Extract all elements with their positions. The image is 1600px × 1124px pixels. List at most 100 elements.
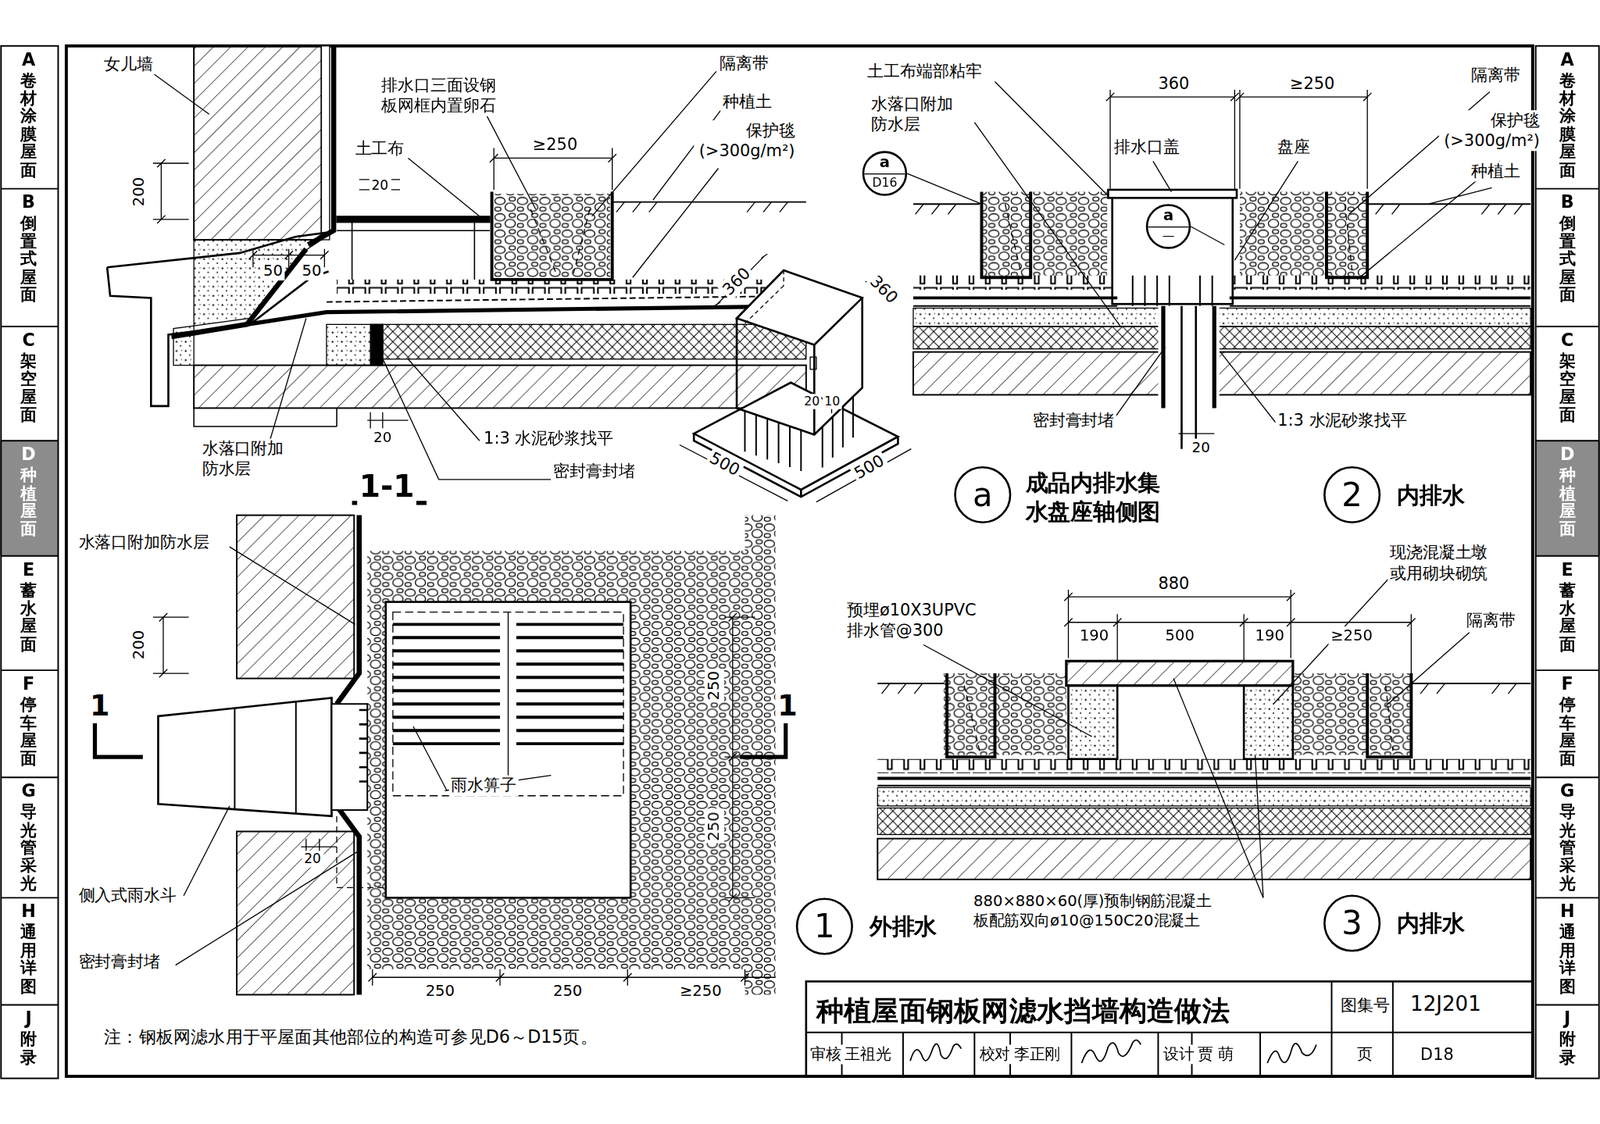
drawing-label: 预埋ø10X3UPVC 排水管@300 xyxy=(844,600,982,641)
tab-name: 导光管采光 xyxy=(1559,803,1576,893)
drawing-rect xyxy=(877,787,1531,807)
drawing-label: 水落口附加 防水层 xyxy=(869,93,959,135)
tab-name: 架空屋面 xyxy=(1559,352,1576,425)
drawing-label: 190 xyxy=(1253,626,1287,646)
drawing-label: 侧入式雨水斗 xyxy=(76,885,179,907)
drawing-path xyxy=(679,444,788,501)
callout-circle: a— xyxy=(1146,203,1191,249)
drawing-path xyxy=(153,613,190,678)
drawing-rect xyxy=(336,216,490,223)
drawing-path xyxy=(153,71,723,479)
drawing-path xyxy=(724,613,755,903)
drawing-label: 1:3 水泥砂浆找平 xyxy=(481,428,615,450)
callout-number: 1 xyxy=(797,900,851,954)
drawing-label: 50 xyxy=(260,260,285,280)
drawing-label: 排水口三面设钢 板网框内置卵石 xyxy=(379,75,501,117)
drawing-path xyxy=(1132,275,1213,307)
drawing-label: 12J201 xyxy=(1407,992,1483,1018)
drawing-label: 页 xyxy=(1355,1044,1375,1064)
drawing-rect xyxy=(877,807,1531,835)
drawing-label: 隔离带 xyxy=(1469,65,1523,86)
drawing-path xyxy=(1267,1043,1317,1064)
drawing-polygon xyxy=(693,382,898,490)
drawing-path xyxy=(336,816,388,888)
drawing-label: 保护毯 (>300g/m²) xyxy=(1439,110,1543,151)
tab-letter: J xyxy=(13,1007,44,1029)
drawing-label: 200 xyxy=(128,628,148,662)
tab-letter: F xyxy=(13,673,44,695)
tab-name: 倒置式屋面 xyxy=(1559,214,1576,304)
drawing-rect xyxy=(913,307,1531,327)
drawing-path xyxy=(1064,614,1415,674)
drawing-label: 20 xyxy=(1189,439,1213,458)
drawing-rect xyxy=(1157,306,1219,409)
drawing-label: 1-1 xyxy=(357,467,417,506)
drawing-path xyxy=(193,407,337,427)
drawing-rect xyxy=(1112,197,1233,304)
drawing-label: 王祖光 xyxy=(842,1044,893,1064)
drawing-rect xyxy=(367,550,745,970)
tab-letter: D xyxy=(1552,443,1583,465)
drawing-path xyxy=(516,624,624,744)
drawing-path xyxy=(492,192,613,280)
tab-name: 倒置式屋面 xyxy=(20,214,37,304)
drawing-path xyxy=(153,159,190,224)
drawing-rect xyxy=(877,839,1531,880)
drawing-label: 880×880×60(厚)预制钢筋混凝土 板配筋双向ø10@150C20混凝土 xyxy=(971,892,1216,931)
tab-name: 蓄水屋面 xyxy=(1559,581,1576,654)
drawing-rect xyxy=(1535,440,1600,557)
tab-letter: E xyxy=(1552,559,1583,581)
drawing-path xyxy=(171,249,306,337)
drawing-path xyxy=(842,1032,1261,1077)
drawing-label: 250 xyxy=(704,810,724,844)
tab-name: 种植屋面 xyxy=(20,466,37,539)
tab-letter: D xyxy=(13,443,44,465)
tab-letter: J xyxy=(1552,1007,1583,1029)
drawing-label: 1:3 水泥砂浆找平 xyxy=(1275,410,1410,431)
drawing-path xyxy=(336,222,490,280)
drawing-rect xyxy=(1068,685,1118,760)
drawing-path xyxy=(693,433,898,497)
tab-letter: G xyxy=(13,780,44,802)
drawing-label: 隔离带 xyxy=(1464,610,1518,631)
tab-name: 架空屋面 xyxy=(20,352,37,425)
drawing-path xyxy=(913,296,1531,300)
drawing-label: 200 xyxy=(128,175,148,209)
drawing-path xyxy=(94,719,786,758)
drawing-label: ≥250 xyxy=(677,981,724,1000)
tab-name: 种植屋面 xyxy=(1559,466,1576,539)
tab-name: 附录 xyxy=(1559,1030,1576,1067)
drawing-label: 李正刚 xyxy=(1012,1044,1063,1064)
drawing-rect xyxy=(943,673,1067,755)
callout-number: 3 xyxy=(1325,896,1379,950)
drawing-rect xyxy=(1535,46,1600,1079)
drawing-path xyxy=(964,685,1393,752)
drawing-label: 1 xyxy=(87,687,112,724)
tab-name: 导光管采光 xyxy=(20,803,37,893)
drawing-rect xyxy=(810,357,817,370)
drawing-rect xyxy=(0,440,58,557)
drawing-path xyxy=(359,710,368,782)
drawing-g xyxy=(806,981,1533,1076)
drawing-label: 20 xyxy=(302,850,324,868)
callout-letter: a xyxy=(1147,207,1189,225)
drawing-path xyxy=(1235,89,1372,190)
tab-name: 停车屋面 xyxy=(20,696,37,768)
drawing-label: 密封膏封堵 xyxy=(550,460,637,482)
drawing-g xyxy=(0,46,1599,1079)
tab-letter: F xyxy=(1552,673,1583,695)
drawing-rect xyxy=(321,46,329,240)
tab-letter: C xyxy=(1552,329,1583,351)
drawing-label: 密封膏封堵 xyxy=(1030,410,1117,431)
drawing-path xyxy=(913,305,1531,308)
drawing-path xyxy=(530,209,590,274)
drawing-label: 排水口盖 xyxy=(1112,136,1183,158)
drawing-label: 种植土 xyxy=(1469,160,1523,182)
drawing-path xyxy=(877,777,1531,781)
tab-name: 通用详图 xyxy=(20,923,37,996)
drawing-title: 种植屋面钢板网滤水挡墙构造做法 xyxy=(816,993,1230,1029)
drawing-rect xyxy=(326,324,383,365)
view-caption: 内排水 xyxy=(1396,481,1465,510)
tab-letter: H xyxy=(1552,900,1583,922)
tab-letter: H xyxy=(13,900,44,922)
